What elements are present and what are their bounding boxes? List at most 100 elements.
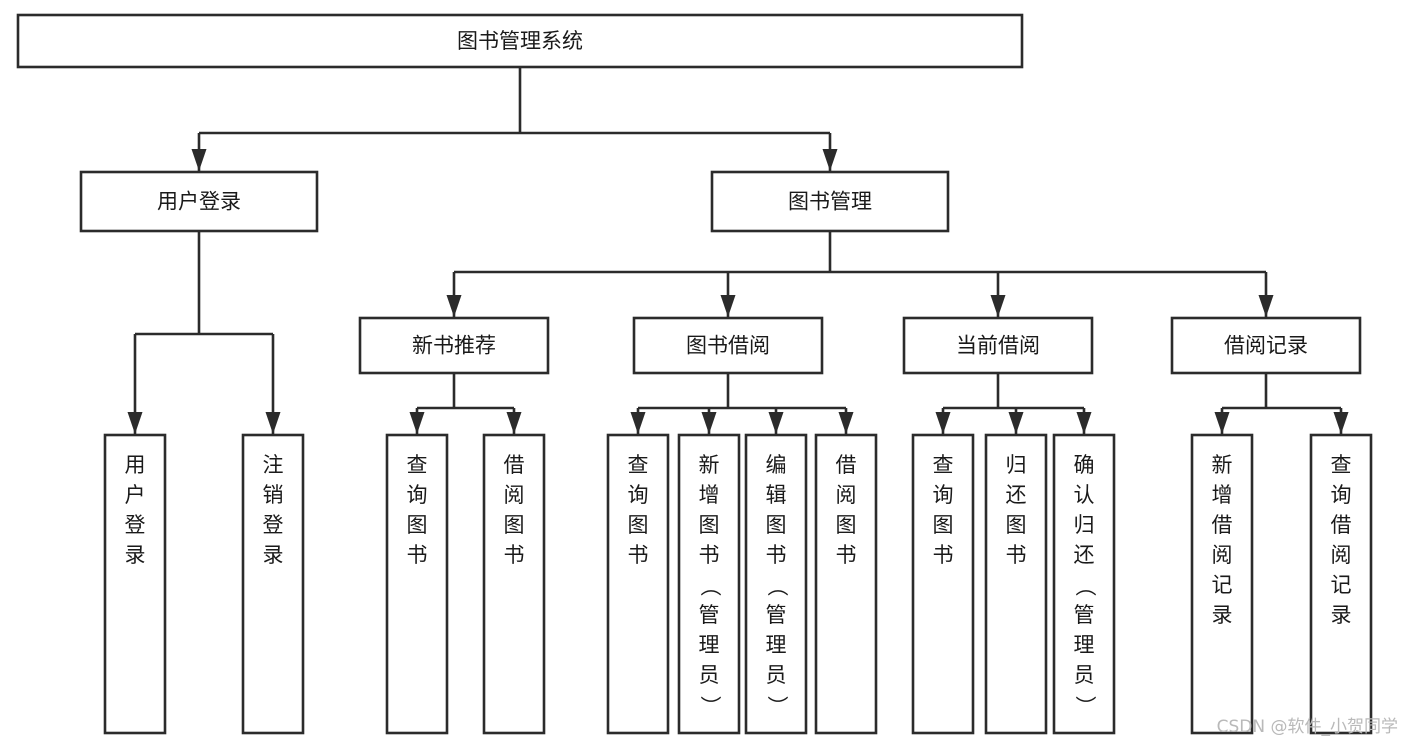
level2-node-0[interactable]: 用户登录 [79, 170, 319, 233]
leaf-node-label-char: 增 [1212, 483, 1233, 507]
arrow-head-icon [1214, 412, 1230, 434]
leaf-node-label-char: 记 [1212, 573, 1233, 597]
leaf-node-0[interactable]: 用户登录 [103, 433, 167, 735]
level3-node-box[interactable] [358, 316, 550, 375]
leaf-node-label-char: 新 [699, 453, 720, 477]
arrow-head-icon [990, 295, 1006, 317]
level3-node-box[interactable] [1170, 316, 1362, 375]
leaf-node-label-char: 管 [766, 603, 787, 627]
leaf-node-label-char: （ [1073, 576, 1097, 597]
leaf-node-label-char: 编 [766, 453, 787, 477]
leaf-node-label-char: 归 [1074, 513, 1095, 537]
leaf-node-box[interactable] [984, 433, 1048, 735]
level3-node-0[interactable]: 新书推荐 [358, 316, 550, 375]
arrow-head-icon [1008, 412, 1024, 434]
arrow-head-icon [630, 412, 646, 434]
leaf-node-label-char: 销 [263, 483, 284, 507]
arrow-head-icon [1076, 412, 1092, 434]
leaf-node-label-char: 书 [628, 543, 649, 567]
leaf-node-box[interactable] [814, 433, 878, 735]
level2-node-label: 图书管理 [788, 190, 872, 214]
level3-node-label: 新书推荐 [412, 334, 496, 358]
leaf-node-box[interactable] [606, 433, 670, 735]
leaf-node-label-char: 询 [933, 483, 954, 507]
leaf-node-label-char: ） [765, 696, 789, 717]
leaf-node-label-char: 阅 [1331, 543, 1352, 567]
leaf-node-box[interactable] [911, 433, 975, 735]
leaf-node-box[interactable] [241, 433, 305, 735]
leaf-node-label-char: 借 [1212, 513, 1233, 537]
leaf-node-label-char: 还 [1006, 483, 1027, 507]
leaf-node-label-char: 还 [1074, 543, 1095, 567]
leaf-node-box[interactable] [744, 433, 808, 735]
level2-node-label: 用户登录 [157, 190, 241, 214]
leaf-node-label-char: 增 [699, 483, 720, 507]
leaf-node-label-char: 注 [263, 453, 284, 477]
leaf-node-label-char: 书 [504, 543, 525, 567]
level3-node-box[interactable] [902, 316, 1094, 375]
level2-node-box[interactable] [79, 170, 319, 233]
leaf-node-box[interactable] [482, 433, 546, 735]
leaf-node-label-char: 理 [766, 633, 787, 657]
arrow-head-icon [127, 412, 143, 434]
level3-node-2[interactable]: 当前借阅 [902, 316, 1094, 375]
leaf-node-label-char: 询 [628, 483, 649, 507]
arrow-head-icon [720, 295, 736, 317]
leaf-node-box[interactable] [677, 433, 741, 735]
level2-node-1[interactable]: 图书管理 [710, 170, 950, 233]
root-node-0[interactable]: 图书管理系统 [16, 13, 1024, 69]
leaf-node-label-char: 书 [407, 543, 428, 567]
level3-node-label: 借阅记录 [1224, 334, 1308, 358]
leaf-node-label-char: 查 [628, 453, 649, 477]
root-node-box[interactable] [16, 13, 1024, 69]
leaf-node-label-char: 查 [933, 453, 954, 477]
leaf-node-label-char: 登 [263, 513, 284, 537]
leaf-node-box[interactable] [385, 433, 449, 735]
level2-node-box[interactable] [710, 170, 950, 233]
leaf-node-label-char: 辑 [766, 483, 787, 507]
leaf-node-label-char: 阅 [1212, 543, 1233, 567]
leaf-node-label-char: 记 [1331, 573, 1352, 597]
arrow-head-icon [768, 412, 784, 434]
leaf-node-box[interactable] [1309, 433, 1373, 735]
leaf-node-label-char: 确 [1074, 453, 1095, 477]
connectors-layer [127, 67, 1349, 434]
leaf-node-label-char: 询 [1331, 483, 1352, 507]
level3-node-3[interactable]: 借阅记录 [1170, 316, 1362, 375]
leaf-node-label-char: 理 [1074, 633, 1095, 657]
leaf-node-label-char: 管 [699, 603, 720, 627]
leaf-node-label-char: 归 [1006, 453, 1027, 477]
leaf-node-label-char: 认 [1074, 483, 1095, 507]
leaf-node-box[interactable] [1190, 433, 1254, 735]
level3-node-box[interactable] [632, 316, 824, 375]
leaf-node-label-char: 询 [407, 483, 428, 507]
leaf-node-label-char: 书 [1006, 543, 1027, 567]
leaf-node-label-char: 查 [407, 453, 428, 477]
leaf-node-label-char: （ [765, 576, 789, 597]
leaf-node-label-char: 员 [766, 663, 787, 687]
leaf-node-box[interactable] [103, 433, 167, 735]
level3-node-1[interactable]: 图书借阅 [632, 316, 824, 375]
leaf-node-label-char: 员 [699, 663, 720, 687]
arrow-head-icon [822, 149, 838, 171]
leaf-node-label-char: 图 [836, 513, 857, 537]
leaf-node-label-char: 查 [1331, 453, 1352, 477]
arrow-head-icon [1333, 412, 1349, 434]
watermark-label: CSDN @软件_小贺同学 [1217, 717, 1398, 737]
leaf-node-label-char: 借 [1331, 513, 1352, 537]
arrow-head-icon [191, 149, 207, 171]
arrow-head-icon [409, 412, 425, 434]
leaf-node-box[interactable] [1052, 433, 1116, 735]
